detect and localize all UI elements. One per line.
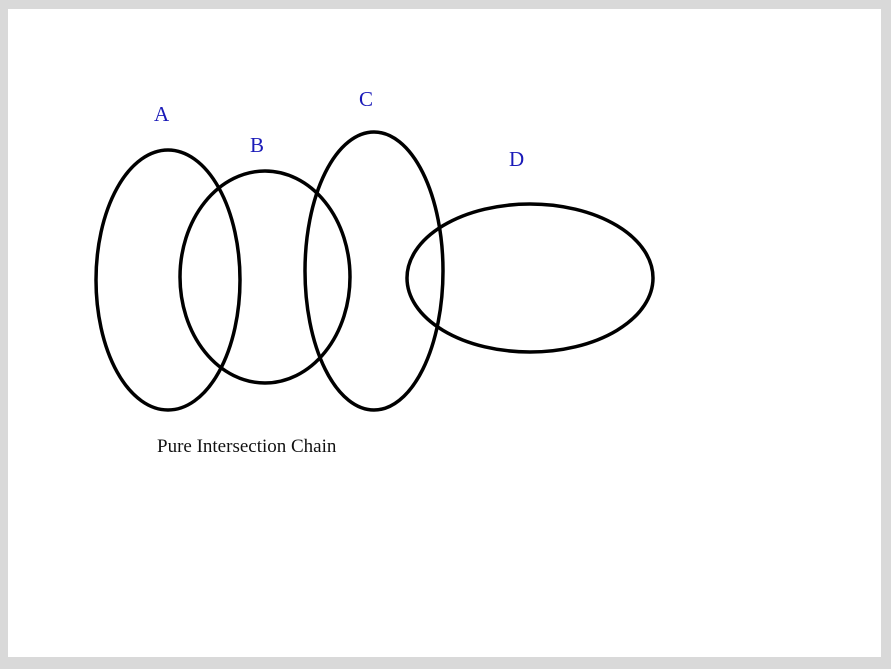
ellipse-set-b (178, 169, 352, 385)
venn-diagram (94, 130, 655, 412)
ellipse-set-c (303, 130, 445, 412)
set-label-d: D (509, 147, 525, 171)
ellipse-set-a (94, 148, 242, 412)
ellipse-set-d (405, 202, 655, 354)
set-label-b: B (250, 133, 265, 157)
set-label-c: C (359, 87, 374, 111)
diagram-canvas: A B C D Pure Intersection Chain (8, 9, 881, 657)
set-label-a: A (154, 102, 170, 126)
diagram-caption: Pure Intersection Chain (157, 436, 337, 457)
